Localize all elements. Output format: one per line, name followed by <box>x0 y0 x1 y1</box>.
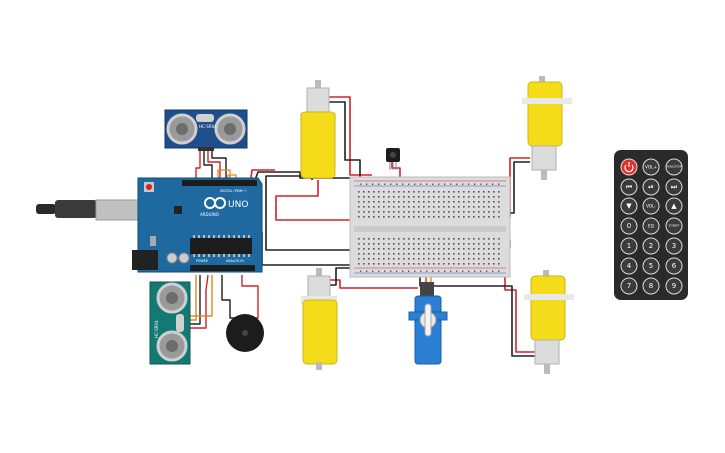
wire-sensor-bottom-1 <box>190 275 197 321</box>
remote-power-button[interactable] <box>620 158 638 176</box>
remote-button-label: FUNC/STOP <box>667 165 682 169</box>
remote-button-label: 2 <box>649 242 653 250</box>
wire-sensor-bottom-3 <box>190 274 209 329</box>
remote-button[interactable]: 1 <box>620 237 638 255</box>
wire-sensor-bottom-4 <box>190 275 213 317</box>
piezo-buzzer[interactable] <box>226 314 264 352</box>
arduino-logo-icon <box>204 197 226 209</box>
remote-button[interactable]: 5 <box>642 257 660 275</box>
remote-button-label: 4 <box>627 262 632 270</box>
remote-buttons: VOL+ FUNC/STOP ⏮ ⏯ ⏭ ▼ VOL- ▲ 0 EQ ST/REPT 1 2 3 4 5 6 7 8… <box>620 158 683 295</box>
remote-button-label: 3 <box>672 242 676 250</box>
arduino-header-analog: ANALOG IN <box>226 259 244 263</box>
wire-buzzer-red <box>241 275 259 319</box>
remote-button[interactable]: VOL- <box>642 197 660 215</box>
wire-motor-br-black <box>419 270 540 357</box>
capacitor-2 <box>178 252 190 264</box>
arduino-brand: ARDUINO <box>200 212 219 217</box>
dc-motor-top[interactable] <box>300 80 336 179</box>
servo-motor[interactable] <box>408 282 448 365</box>
remote-button[interactable]: ⏯ <box>642 178 660 196</box>
ultrasonic-sensor-top[interactable]: HC-SR04 <box>164 109 248 151</box>
remote-button[interactable]: 0 <box>620 217 638 235</box>
remote-button[interactable]: ⏭ <box>665 178 683 196</box>
remote-button[interactable]: 4 <box>620 257 638 275</box>
wire-top-motor-red2 <box>275 180 415 221</box>
wire-motor-bottom-red <box>328 279 418 289</box>
wire-sensor-top-4 <box>211 148 227 188</box>
remote-button[interactable]: ⏮ <box>620 178 638 196</box>
remote-button[interactable]: 9 <box>665 277 683 295</box>
remote-button-label: 8 <box>649 282 653 290</box>
power-icon <box>624 164 634 173</box>
remote-button[interactable]: VOL+ <box>642 158 660 176</box>
remote-button-label: ▲ <box>671 202 677 210</box>
remote-button-label: 1 <box>627 242 631 250</box>
remote-button[interactable]: 3 <box>665 237 683 255</box>
ir-remote-control[interactable]: VOL+ FUNC/STOP ⏮ ⏯ ⏭ ▼ VOL- ▲ 0 EQ ST/REPT 1 2 3 4 5 6 7 8… <box>614 150 688 300</box>
remote-button-label: VOL+ <box>645 165 657 170</box>
wire-arduino-bb-black2 <box>261 232 350 266</box>
remote-button-label: ⏯ <box>648 183 654 191</box>
arduino-name: UNO <box>228 200 248 210</box>
wire-motor-bottom-black <box>328 267 360 286</box>
wire-top-motor-black2 <box>265 175 353 251</box>
remote-button-label: EQ <box>648 224 655 229</box>
arduino-header-power: POWER <box>196 259 209 263</box>
wire-sensor-top-3 <box>207 148 221 188</box>
remote-button[interactable]: ST/REPT <box>665 217 683 235</box>
remote-button[interactable]: 6 <box>665 257 683 275</box>
remote-button[interactable]: FUNC/STOP <box>665 158 683 176</box>
remote-button[interactable]: 8 <box>642 277 660 295</box>
remote-button-label: ST/REPT <box>669 224 680 228</box>
wire-sensor-bottom-2 <box>190 275 201 325</box>
remote-button-label: 9 <box>672 282 676 290</box>
wire-buzzer-black <box>221 275 238 319</box>
remote-button-label: 7 <box>627 282 631 290</box>
remote-button-label: 6 <box>672 262 677 270</box>
ultrasonic-sensor-bottom[interactable]: HC-SR04 <box>149 281 191 365</box>
remote-button-label: ▼ <box>626 202 632 210</box>
arduino-uno-board[interactable]: UNO ARDUINO DIGITAL (PWM~) POWER ANALOG … <box>132 177 263 273</box>
ultrasonic-top-label: HC-SR04 <box>199 124 217 129</box>
remote-button-label: ⏮ <box>626 183 632 191</box>
remote-button-label: 0 <box>627 222 631 230</box>
remote-button[interactable]: ▼ <box>620 197 638 215</box>
remote-button-label: 5 <box>649 262 653 270</box>
usb-cable <box>36 199 139 221</box>
ir-receiver[interactable] <box>386 148 400 170</box>
dc-motor-bottom[interactable] <box>301 268 338 370</box>
wire-top-motor-black <box>325 101 361 182</box>
remote-button[interactable]: ▲ <box>665 197 683 215</box>
remote-button[interactable]: 7 <box>620 277 638 295</box>
remote-button-label: ⏭ <box>671 183 678 191</box>
wire-top-motor-red <box>325 96 372 176</box>
chip-pins <box>193 235 250 257</box>
arduino-header-digital: DIGITAL (PWM~) <box>220 189 246 193</box>
capacitor-1 <box>166 252 178 264</box>
wire-sensor-top-1 <box>195 148 201 185</box>
remote-button-label: VOL- <box>646 204 656 209</box>
dc-motor-bottom-right[interactable] <box>524 270 574 374</box>
remote-button[interactable]: 2 <box>642 237 660 255</box>
ultrasonic-bottom-label: HC-SR04 <box>154 320 159 338</box>
dc-motor-top-right[interactable] <box>522 76 572 180</box>
remote-button[interactable]: EQ <box>642 217 660 235</box>
breadboard-holes <box>358 183 500 272</box>
breadboard[interactable] <box>349 176 511 278</box>
wire-sensor-top-2 <box>203 148 213 188</box>
